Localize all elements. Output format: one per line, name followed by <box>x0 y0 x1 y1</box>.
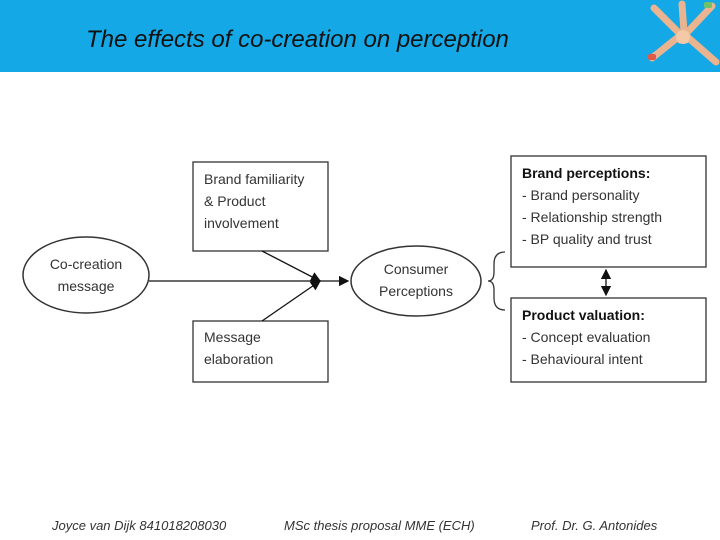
brand-familiarity-label: Brand familiarity & Product involvement <box>204 171 305 231</box>
footer-author: Joyce van Dijk 841018208030 <box>52 518 227 533</box>
joined-hands-logo-icon <box>648 0 720 66</box>
brand-familiarity-box <box>192 161 329 252</box>
footer-course: MSc thesis proposal MME (ECH) <box>284 518 475 533</box>
cocreation-node <box>22 236 150 314</box>
cocreation-label: Co-creation message <box>49 256 123 294</box>
grouping-brace <box>487 251 506 311</box>
message-elaboration-label: Message elaboration <box>204 329 274 367</box>
consumer-perceptions-node <box>350 245 482 317</box>
footer-supervisor: Prof. Dr. G. Antonides <box>531 518 658 533</box>
product-valuation-label: Product valuation: - Concept evaluation … <box>522 307 651 367</box>
arrow-familiarity-moderator <box>261 250 322 282</box>
slide-title: The effects of co-creation on perception <box>86 26 509 53</box>
message-elaboration-box <box>192 320 329 383</box>
product-valuation-box <box>510 297 707 383</box>
brand-perceptions-box <box>510 155 707 268</box>
arrow-elaboration-moderator <box>261 280 322 322</box>
title-bar <box>0 0 720 72</box>
consumer-perceptions-label: Consumer Perceptions <box>379 261 453 299</box>
brand-perceptions-label: Brand perceptions: - Brand personality -… <box>522 165 663 247</box>
